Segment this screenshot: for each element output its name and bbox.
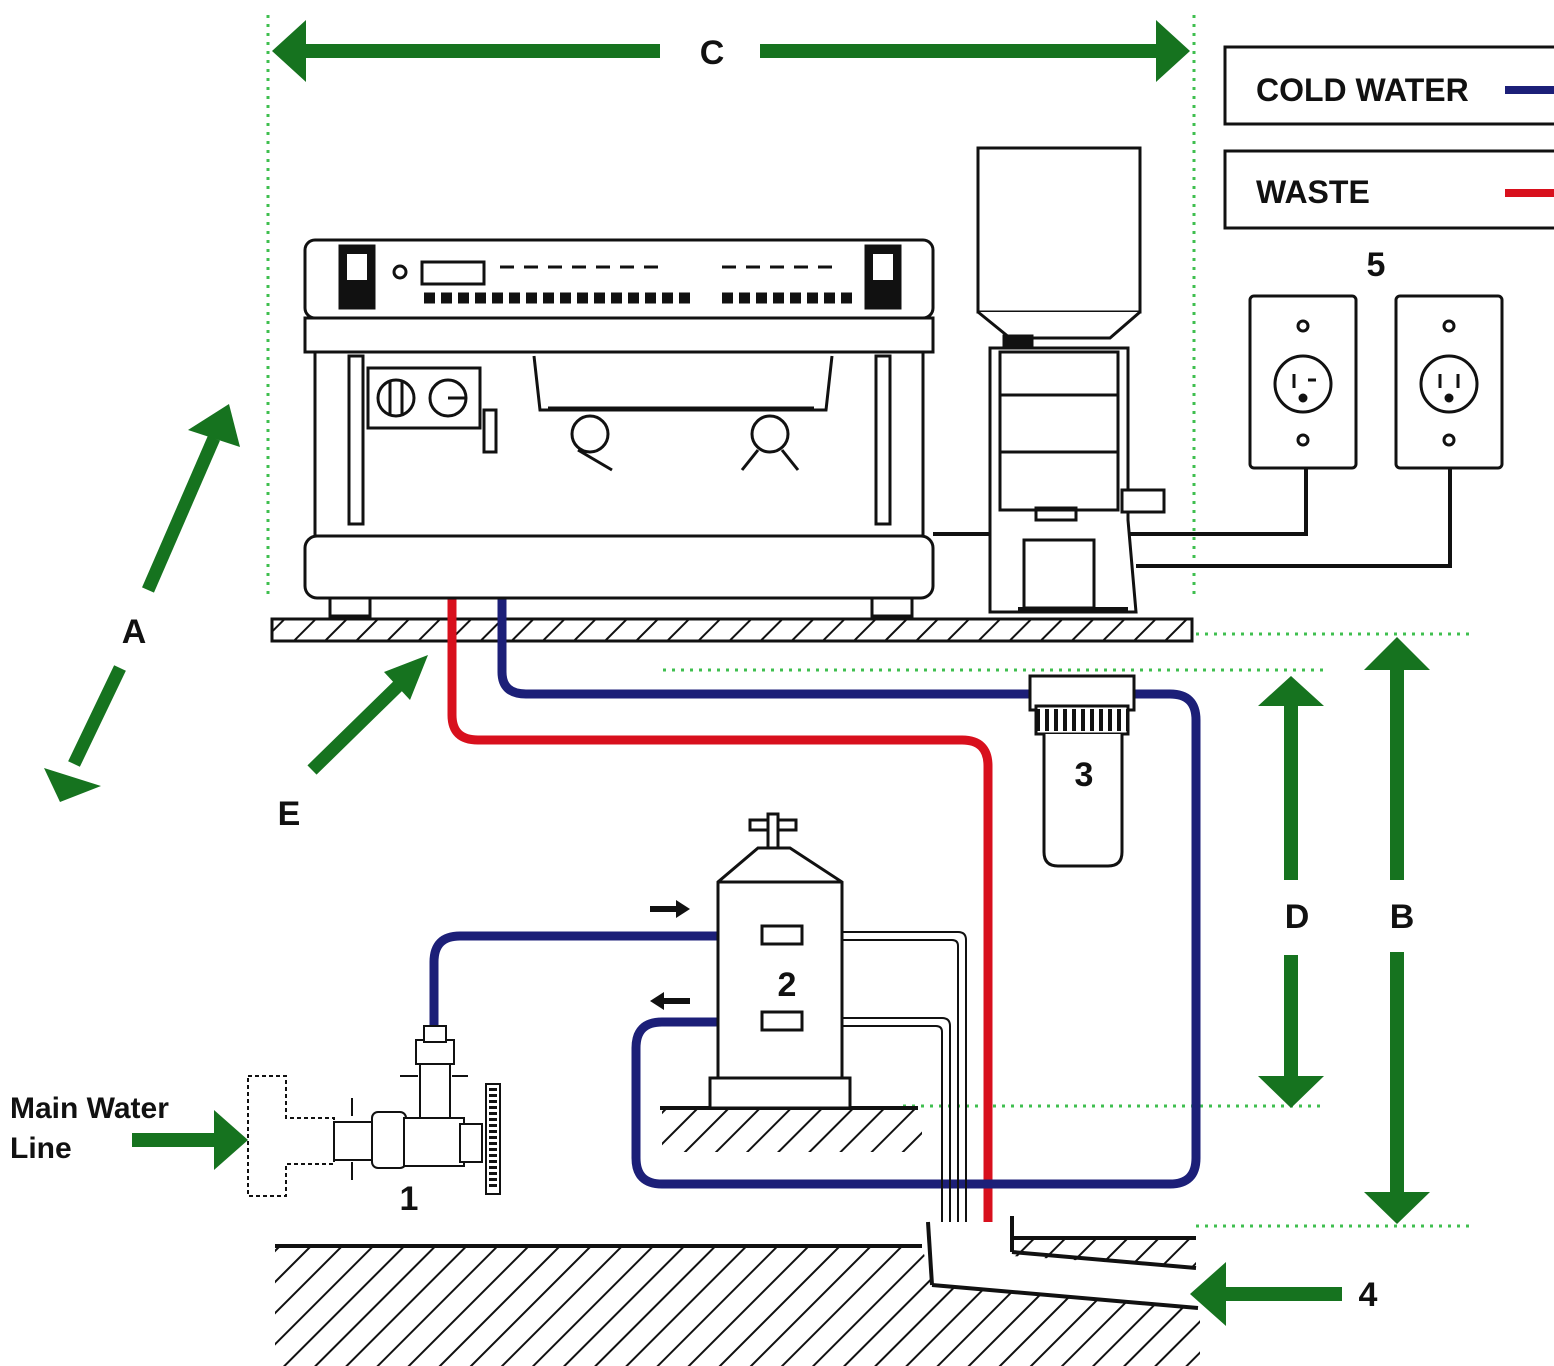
cold-water-line-main (429, 931, 762, 1026)
espresso-machine (303, 238, 935, 618)
coffee-grinder (976, 146, 1166, 614)
label-valve-1: 1 (400, 1180, 419, 1218)
label-a: A (122, 613, 147, 651)
water-softener (708, 812, 852, 1110)
water-filter (1028, 674, 1136, 868)
dimension-arrow-b (1364, 637, 1430, 1224)
floor (275, 1216, 1200, 1366)
label-filter-3: 3 (1075, 756, 1094, 794)
waste-line (447, 598, 993, 1222)
legend-cold-water-label: COLD WATER (1256, 72, 1469, 108)
softener-flow-arrows (650, 900, 690, 1010)
main-water-arrow (132, 1110, 248, 1170)
cold-water-line-machine (497, 598, 1032, 699)
main-water-line-label-1: Main Water (10, 1092, 169, 1125)
legend: COLD WATER WASTE (1223, 45, 1554, 230)
dimension-arrow-c (272, 20, 1190, 82)
label-e: E (278, 795, 301, 833)
counter-top (270, 617, 1194, 643)
dimension-arrow-d (1258, 676, 1324, 1108)
label-b: B (1390, 898, 1415, 936)
drain-pointer-arrow (1190, 1262, 1342, 1326)
softener-drain-tubes (802, 931, 967, 1222)
electrical-outlet-1 (1248, 294, 1358, 470)
softener-ground (660, 1106, 922, 1152)
shutoff-valve (247, 1025, 501, 1197)
guide-lines (266, 15, 1470, 1228)
label-c: C (700, 34, 725, 72)
legend-waste-box (1223, 149, 1554, 230)
cold-water-line-loop (631, 689, 1201, 1189)
dimension-arrow-a (44, 404, 240, 802)
label-softener-2: 2 (778, 966, 797, 1004)
electrical-outlet-2 (1394, 294, 1504, 470)
legend-waste-label: WASTE (1256, 174, 1370, 210)
label-drain-4: 4 (1359, 1276, 1378, 1314)
main-water-line-label-2: Line (10, 1132, 72, 1165)
legend-cold-water-box (1223, 45, 1554, 126)
label-d: D (1285, 898, 1310, 936)
label-outlets-5: 5 (1367, 246, 1386, 284)
power-cords (933, 455, 1452, 568)
dimension-arrow-e (307, 655, 428, 775)
